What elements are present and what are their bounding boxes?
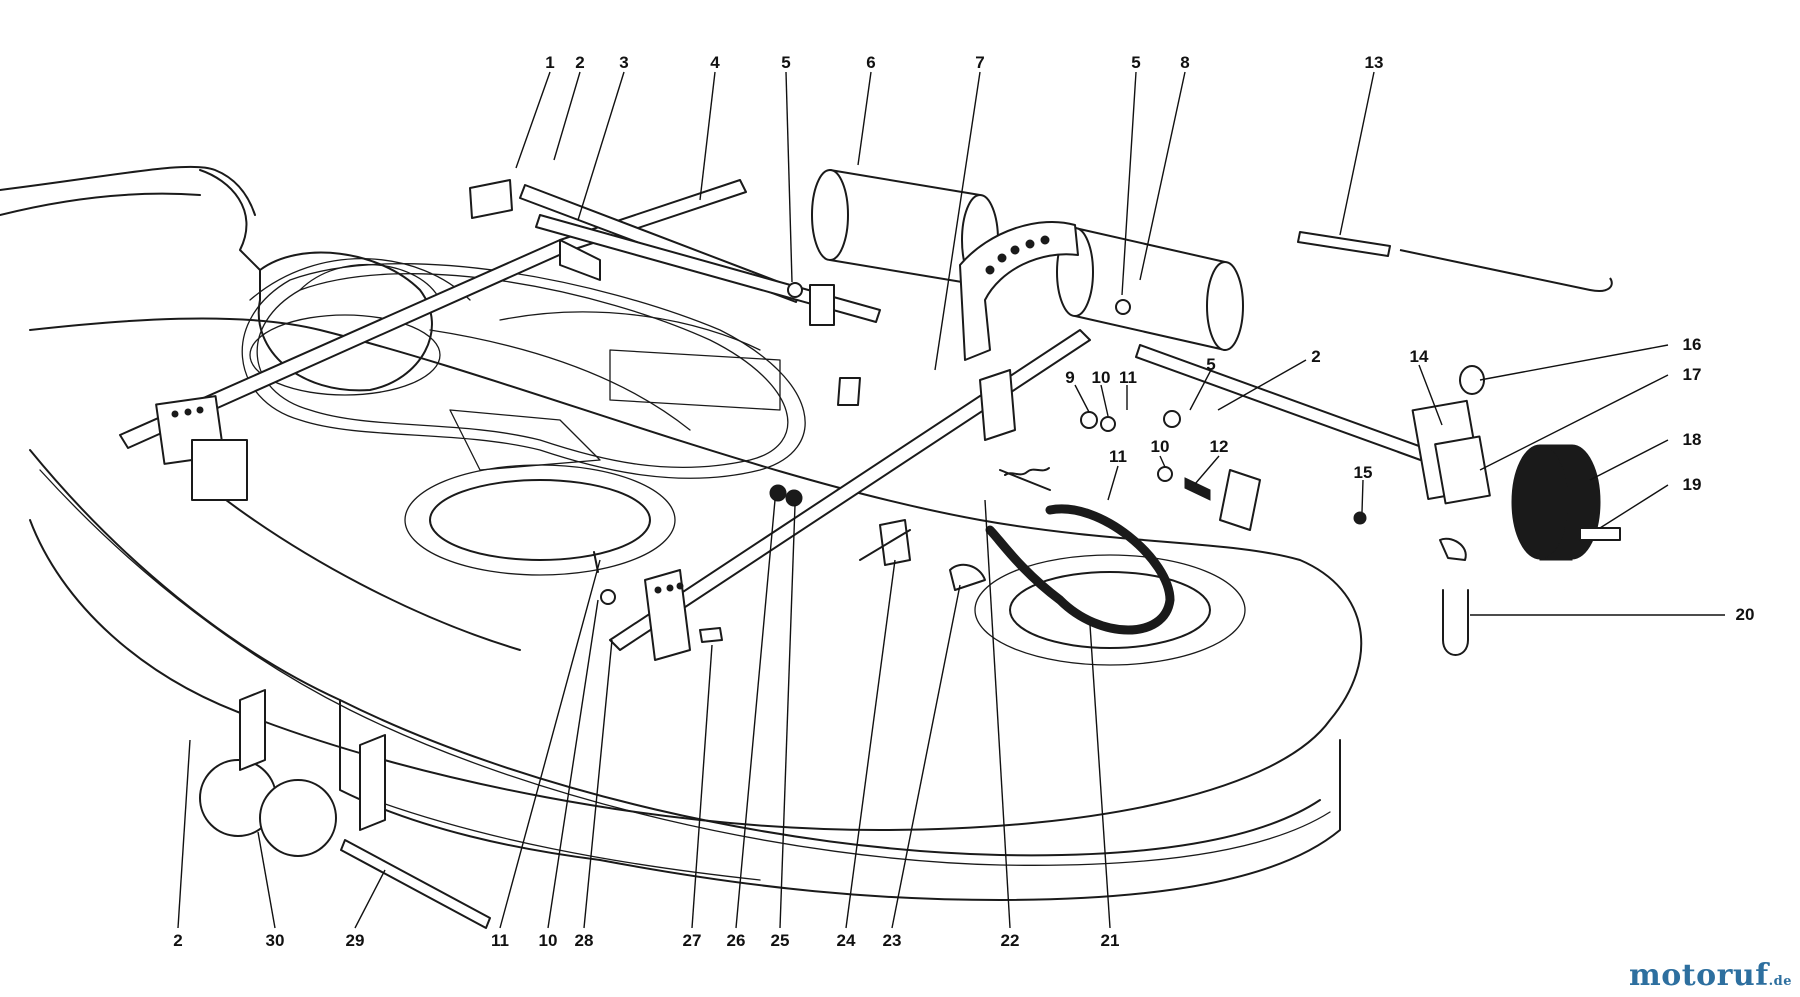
callout-21: 21 xyxy=(1101,931,1120,950)
watermark-brand: motoruf xyxy=(1628,958,1769,993)
site-watermark: motoruf.de xyxy=(1629,958,1792,993)
mower-deck xyxy=(0,165,1363,901)
callout-11b: 11 xyxy=(1109,447,1127,466)
callout-15: 15 xyxy=(1354,463,1373,482)
hardware-parts xyxy=(593,282,1261,643)
height-adjust-plate xyxy=(959,221,1079,361)
callout-30: 30 xyxy=(266,931,285,950)
callout-18: 18 xyxy=(1683,430,1702,449)
callout-11: 11 xyxy=(1119,368,1137,387)
callout-10: 10 xyxy=(1092,368,1111,387)
callout-numbers: 1 2 3 4 5 6 7 5 8 13 16 17 18 19 20 2 14… xyxy=(173,53,1754,950)
upper-rollers xyxy=(811,169,1244,351)
callout-11c: 11 xyxy=(491,931,509,950)
callout-9: 9 xyxy=(1065,368,1074,387)
callout-16: 16 xyxy=(1683,335,1702,354)
front-link-rod xyxy=(609,329,1091,661)
leader-lines xyxy=(177,71,1725,929)
callout-12: 12 xyxy=(1210,437,1229,456)
callout-27: 27 xyxy=(683,931,702,950)
callout-2-right: 2 xyxy=(1311,347,1320,366)
callout-23: 23 xyxy=(883,931,902,950)
callout-6: 6 xyxy=(866,53,875,72)
callout-13: 13 xyxy=(1365,53,1384,72)
front-rollers xyxy=(199,689,491,929)
callout-10c: 10 xyxy=(539,931,558,950)
lift-shaft xyxy=(119,179,747,501)
callout-14: 14 xyxy=(1410,347,1429,366)
callout-5: 5 xyxy=(781,53,790,72)
callout-10b: 10 xyxy=(1151,437,1170,456)
right-axle-assembly xyxy=(1135,231,1621,656)
callout-24: 24 xyxy=(837,931,856,950)
callout-25: 25 xyxy=(771,931,790,950)
callout-22: 22 xyxy=(1001,931,1020,950)
callout-1: 1 xyxy=(545,53,554,72)
callout-17: 17 xyxy=(1683,365,1702,384)
callout-19: 19 xyxy=(1683,475,1702,494)
callout-26: 26 xyxy=(727,931,746,950)
callout-29: 29 xyxy=(346,931,365,950)
callout-5b: 5 xyxy=(1131,53,1140,72)
callout-8: 8 xyxy=(1180,53,1189,72)
callout-20: 20 xyxy=(1736,605,1755,624)
watermark-domain: .de xyxy=(1768,974,1792,989)
callout-7: 7 xyxy=(975,53,984,72)
callout-4: 4 xyxy=(710,53,720,72)
callout-3: 3 xyxy=(619,53,628,72)
callout-5c: 5 xyxy=(1206,355,1215,374)
callout-2: 2 xyxy=(575,53,584,72)
drive-belt xyxy=(985,504,1175,635)
callout-28: 28 xyxy=(575,931,594,950)
callout-2-bottom: 2 xyxy=(173,931,182,950)
